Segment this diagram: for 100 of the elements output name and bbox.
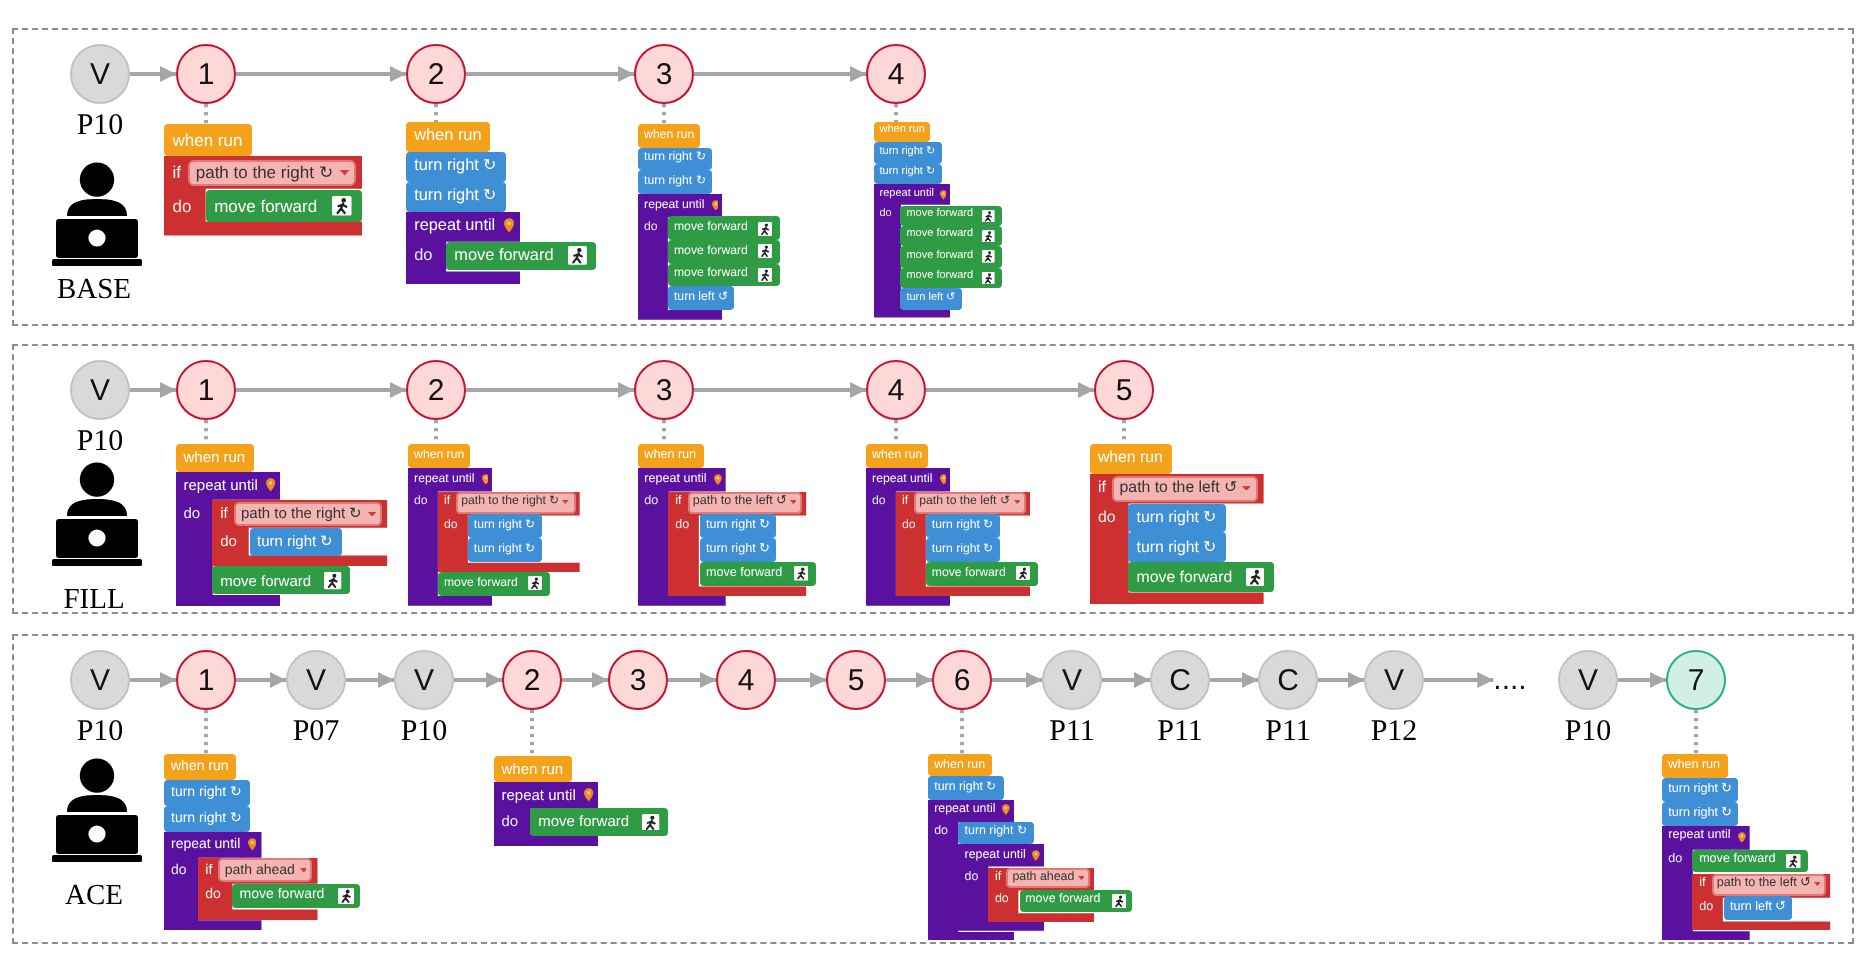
- command-block: [925, 514, 1001, 539]
- state-circle: 4: [866, 44, 926, 104]
- state-circle: 4: [716, 650, 776, 710]
- block-label: when run: [414, 128, 482, 146]
- event-block: [866, 444, 929, 468]
- command-block: [467, 538, 543, 562]
- command-block: [446, 241, 597, 271]
- event-block: [406, 122, 491, 152]
- arrow: [1102, 672, 1150, 688]
- state-circle: V: [1042, 650, 1102, 710]
- arrow: [454, 672, 502, 688]
- if-block: [1692, 873, 1831, 931]
- command-block: [406, 181, 507, 212]
- block-label: do: [172, 197, 192, 215]
- circle-caption: P11: [1049, 718, 1095, 748]
- block-label: move forward: [214, 197, 318, 215]
- dotted-line: [662, 420, 666, 444]
- event-block: [928, 754, 992, 777]
- ellipsis: ....: [1493, 665, 1527, 695]
- event-block: [1090, 444, 1172, 474]
- command-block: [900, 267, 1002, 289]
- arrow: [694, 66, 866, 82]
- state-circle: 5: [826, 650, 886, 710]
- event-block: [874, 122, 931, 143]
- state-circle: 2: [406, 360, 466, 420]
- state-circle: V: [70, 650, 130, 710]
- circle-caption: P07: [292, 718, 340, 748]
- block-label: move forward: [454, 247, 554, 265]
- state-circle: V: [1558, 650, 1618, 710]
- circle-caption: P10: [76, 112, 124, 142]
- state-circle: V: [1364, 650, 1424, 710]
- event-block: [176, 444, 254, 472]
- state-circle: 4: [866, 360, 926, 420]
- arrow: [992, 672, 1042, 688]
- event-block: [494, 756, 572, 783]
- command-block: [1662, 777, 1739, 802]
- command-block: [699, 562, 815, 586]
- dotted-line: [894, 104, 898, 122]
- arrow: [130, 382, 176, 398]
- dotted-line: [204, 420, 208, 444]
- arrow: [1318, 672, 1364, 688]
- state-circle: 3: [634, 44, 694, 104]
- state-circle: 2: [406, 44, 466, 104]
- arrow: [1424, 672, 1494, 688]
- state-circle: V: [394, 650, 454, 710]
- dotted-line: [204, 710, 208, 754]
- state-circle: 1: [176, 650, 236, 710]
- command-block: [1128, 532, 1226, 563]
- state-circle: 7: [1666, 650, 1726, 710]
- command-block: [925, 562, 1038, 586]
- state-circle: C: [1150, 650, 1210, 710]
- command-block: [205, 189, 362, 223]
- dotted-line: [894, 420, 898, 444]
- if-block: [212, 499, 388, 567]
- arrow: [130, 672, 176, 688]
- arrow: [668, 672, 716, 688]
- command-block: [667, 286, 735, 310]
- command-block: [164, 805, 250, 832]
- circle-caption: P10: [76, 718, 124, 748]
- command-block: [1723, 896, 1793, 921]
- state-circle: V: [286, 650, 346, 710]
- arrow: [562, 672, 608, 688]
- command-block: [232, 883, 361, 909]
- state-circle: C: [1258, 650, 1318, 710]
- event-block: [1662, 754, 1727, 778]
- state-circle: 6: [932, 650, 992, 710]
- command-block: [638, 170, 713, 194]
- command-block: [1019, 889, 1133, 913]
- dotted-line: [434, 420, 438, 444]
- state-circle: 3: [634, 360, 694, 420]
- dropdown: path to the right ↻: [188, 159, 357, 187]
- dotted-line: [662, 104, 666, 124]
- state-circle: 3: [608, 650, 668, 710]
- state-circle: 5: [1094, 360, 1154, 420]
- command-block: [699, 514, 777, 539]
- command-block: [638, 147, 713, 171]
- event-block: [164, 754, 237, 780]
- command-block: [1128, 503, 1226, 533]
- state-circle: 2: [502, 650, 562, 710]
- dotted-line: [434, 104, 438, 122]
- state-circle: 1: [176, 44, 236, 104]
- command-block: [1128, 562, 1274, 592]
- group-label: BASE: [56, 274, 132, 306]
- group-panel: [12, 28, 1854, 326]
- state-circle: V: [70, 44, 130, 104]
- group-label: ACE: [65, 880, 123, 912]
- command-block: [249, 527, 343, 556]
- group-label: FILL: [63, 584, 125, 616]
- dotted-line: [530, 710, 534, 756]
- group-panel: [12, 634, 1854, 944]
- arrow: [886, 672, 932, 688]
- command-block: [667, 216, 780, 240]
- group-panel: [12, 344, 1854, 614]
- arrow: [776, 672, 826, 688]
- arrow: [1210, 672, 1258, 688]
- block-label: if: [172, 164, 181, 182]
- if-block: [437, 491, 580, 572]
- arrow: [236, 66, 406, 82]
- block-label: when run: [172, 131, 243, 149]
- dotted-line: [1694, 710, 1698, 754]
